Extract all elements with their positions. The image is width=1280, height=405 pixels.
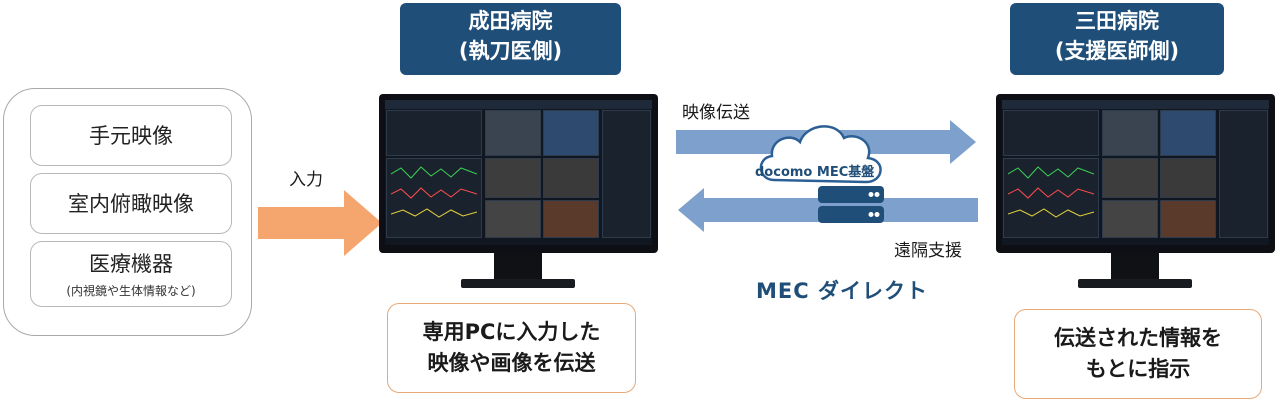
source-room-overview-video: 室内俯瞰映像 <box>30 173 232 234</box>
right-monitor-base <box>1078 279 1192 288</box>
source-label: 室内俯瞰映像 <box>68 192 194 216</box>
right-monitor <box>996 94 1275 253</box>
video-transmission-label: 映像伝送 <box>682 103 750 123</box>
hospital-right-role: (支援医師側) <box>1054 39 1180 63</box>
right-caption-line: もとに指示 <box>1085 357 1191 381</box>
mec-direct-title: MEC ダイレクト <box>756 279 928 303</box>
hospital-left-name: 成田病院 <box>468 9 553 33</box>
source-medical-devices: 医療機器 (内視鏡や生体情報など) <box>30 241 232 307</box>
left-caption-line: 専用PCに入力した <box>422 320 601 344</box>
right-monitor-screen <box>1002 100 1269 245</box>
hospital-left-badge: 成田病院 (執刀医側) <box>400 3 621 75</box>
left-monitor-neck <box>494 253 542 279</box>
right-monitor-neck <box>1111 253 1159 279</box>
right-caption: 伝送された情報を もとに指示 <box>1014 309 1262 399</box>
left-caption-line: 映像や画像を伝送 <box>427 351 596 375</box>
left-monitor-base <box>461 279 575 288</box>
source-hand-video: 手元映像 <box>30 105 232 166</box>
source-label: 手元映像 <box>89 124 173 148</box>
remote-support-label: 遠隔支援 <box>894 241 962 261</box>
left-caption: 専用PCに入力した 映像や画像を伝送 <box>387 303 636 393</box>
left-monitor-screen <box>385 100 652 245</box>
input-label: 入力 <box>289 170 323 190</box>
sources-panel: 手元映像 室内俯瞰映像 医療機器 (内視鏡や生体情報など) <box>3 88 252 336</box>
cloud-server-icon <box>759 125 884 223</box>
cloud-label: docomo MEC基盤 <box>755 165 875 180</box>
hospital-left-role: (執刀医側) <box>458 39 563 63</box>
input-arrow <box>258 190 382 256</box>
source-sublabel: (内視鏡や生体情報など) <box>66 284 196 298</box>
left-monitor <box>379 94 658 253</box>
source-label: 医療機器 <box>89 252 173 276</box>
right-caption-line: 伝送された情報を <box>1054 326 1222 350</box>
hospital-right-badge: 三田病院 (支援医師側) <box>1010 3 1224 75</box>
hospital-right-name: 三田病院 <box>1075 9 1159 33</box>
